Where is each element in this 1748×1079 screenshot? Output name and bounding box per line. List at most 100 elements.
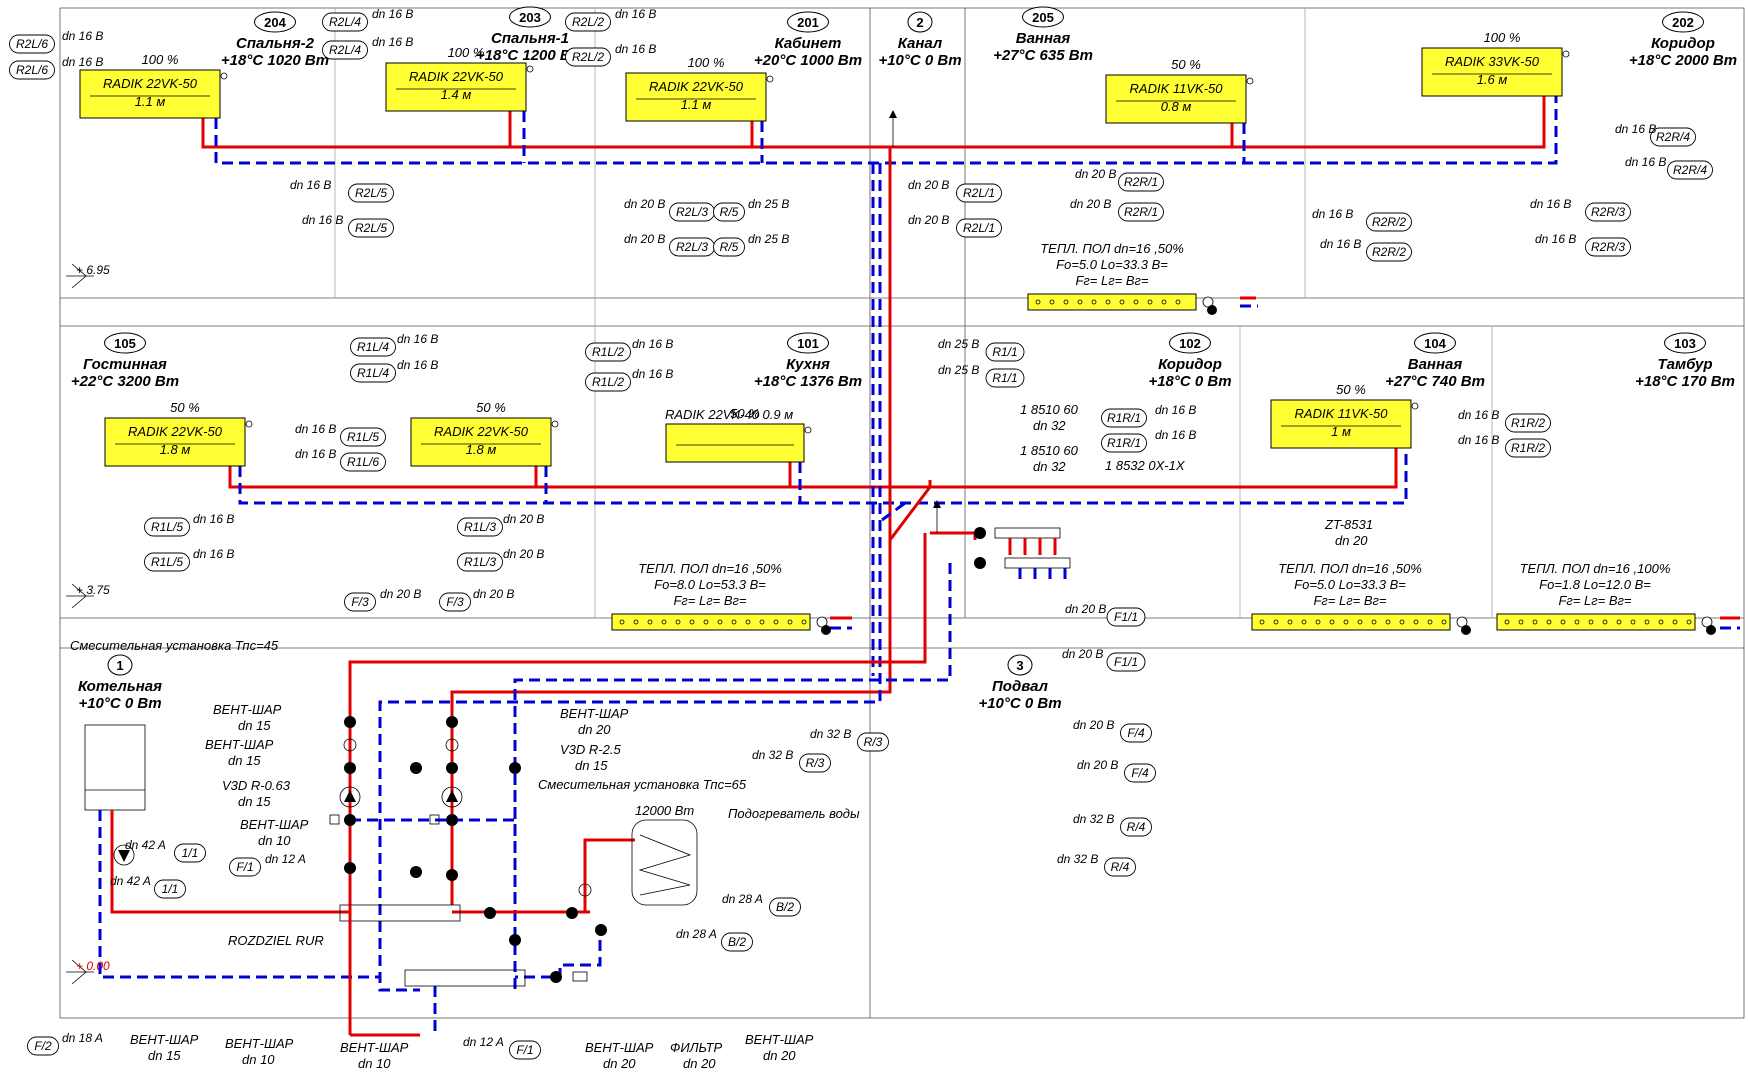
pipe-diameter: dn 16 В	[615, 7, 656, 21]
pipe-tag: F/1	[516, 1043, 533, 1057]
pipe-tag: R1R/2	[1511, 441, 1545, 455]
room-number: 202	[1672, 15, 1694, 30]
pipe-tag: F/2	[34, 1039, 52, 1053]
pipe-tag: F/1	[236, 860, 253, 874]
pipe-diameter: dn 25 В	[938, 337, 979, 351]
radiator: RADIK 22VK-501.8 м50 %	[410, 400, 559, 467]
annotation: ВЕНТ-ШАР	[340, 1040, 409, 1055]
pipe-diameter: dn 16 В	[1530, 197, 1571, 211]
room-name: Гостинная	[83, 356, 167, 373]
pipe-label: R/4dn 32 В	[1057, 852, 1136, 877]
pipe-diameter: dn 16 В	[372, 7, 413, 21]
pipe-tag: F1/1	[1114, 610, 1138, 624]
pipe-diameter: dn 20 В	[1075, 167, 1116, 181]
annotation: ZT-8531	[1324, 517, 1373, 532]
pipe-tag: R2L/4	[329, 43, 361, 57]
pipe-label: B/2dn 28 A	[722, 892, 801, 917]
radiator-percent: 100 %	[448, 45, 485, 60]
pipe-label: R/3dn 32 В	[752, 748, 831, 773]
radiator-percent: 50 %	[730, 406, 760, 421]
annotation: dn 15	[575, 758, 608, 773]
pipe-tag: R2L/1	[963, 221, 995, 235]
radiator-percent: 100 %	[1484, 30, 1521, 45]
room-info: +10°C 0 Вт	[978, 695, 1061, 712]
pipe-label: R1L/5dn 16 В	[144, 512, 234, 537]
annotation: 1 8510 60	[1020, 402, 1079, 417]
room-info: +27°C 740 Вт	[1385, 373, 1485, 390]
floor-heating-title: ТЕПЛ. ПОЛ dn=16 ,50%	[638, 561, 782, 576]
room-info: +18°C 2000 Вт	[1629, 52, 1737, 69]
pipe-diameter: dn 28 A	[676, 927, 717, 941]
pipe-label: R2R/4dn 16 В	[1615, 122, 1696, 147]
radiator-model: RADIK 33VK-50	[1445, 54, 1540, 69]
room-info: +10°C 0 Вт	[78, 695, 161, 712]
pipe-diameter: dn 20 В	[1062, 647, 1103, 661]
room-name: Канал	[898, 35, 943, 52]
pipe-tag: B/2	[728, 935, 746, 949]
pipe-tag: R2L/3	[676, 240, 708, 254]
room-number: 3	[1016, 658, 1023, 673]
pipe-tag: R1L/5	[347, 430, 379, 444]
annotation: ФИЛЬТР	[670, 1040, 723, 1055]
pipe-diameter: dn 16 В	[632, 367, 673, 381]
radiator: RADIK 11VK-500.8 м50 %	[1105, 57, 1254, 124]
pipe-diameter: dn 16 В	[302, 213, 343, 227]
annotation: dn 15	[148, 1048, 181, 1063]
pipe-diameter: dn 42 A	[125, 838, 166, 852]
pipe-label: R2L/4dn 16 В	[322, 7, 413, 32]
pipe-tag: R1L/5	[151, 555, 183, 569]
radiator-percent: 50 %	[170, 400, 200, 415]
room-name: Подвал	[992, 678, 1049, 695]
pipe-diameter: dn 25 В	[748, 232, 789, 246]
pipe-diameter: dn 16 В	[193, 547, 234, 561]
pipe-label: R2R/3dn 16 В	[1530, 197, 1631, 222]
annotation: dn 10	[242, 1052, 275, 1067]
pipe-diameter: dn 16 В	[1458, 433, 1499, 447]
room-number: 1	[116, 658, 123, 673]
annotation: dn 32	[1033, 418, 1066, 433]
room-name: Спальня-2	[236, 35, 315, 52]
pipe-tag: R2L/6	[16, 63, 48, 77]
pipe-tag: R2R/2	[1372, 245, 1406, 259]
annotation: dn 15	[228, 753, 261, 768]
pipe-tag: R1L/3	[464, 520, 496, 534]
pipe-label: F/4dn 20 В	[1073, 718, 1152, 743]
pipe-diameter: dn 32 В	[1057, 852, 1098, 866]
pipe-tag: R2L/3	[676, 205, 708, 219]
room-number: 104	[1424, 336, 1446, 351]
pipe-label: R1R/2 dn 16 В	[1458, 433, 1551, 458]
radiator-length: 1.1 м	[135, 94, 166, 109]
pipe-diameter: dn 20 В	[380, 587, 421, 601]
pipe-diameter: dn 16 В	[1458, 408, 1499, 422]
pipe-tag: 1/1	[162, 882, 179, 896]
room-number: 102	[1179, 336, 1201, 351]
pipe-tag: R1L/4	[357, 366, 389, 380]
pipe-label: R1R/1dn 16 В	[1101, 403, 1196, 428]
pipe-label: R1L/5 dn 16 В	[144, 547, 234, 572]
pipe-label: R/4dn 32 В	[1073, 812, 1152, 837]
pipe-diameter: dn 20 В	[503, 547, 544, 561]
room-number: 204	[264, 15, 286, 30]
room-number: 205	[1032, 10, 1054, 25]
pipe-tag: R/3	[864, 735, 883, 749]
pipe-diameter: dn 16 В	[372, 35, 413, 49]
pipe-diameter: dn 20 В	[1070, 197, 1111, 211]
annotation: dn 20	[763, 1048, 796, 1063]
pipe-diameter: dn 25 В	[938, 363, 979, 377]
pipe-label: R1/1dn 25 В	[938, 363, 1025, 388]
room-info: +18°C 0 Вт	[1148, 373, 1231, 390]
pipe-diameter: dn 16 В	[193, 512, 234, 526]
room-name: Коридор	[1651, 35, 1715, 52]
annotation: dn 20	[683, 1056, 716, 1071]
pipe-label: R2L/5dn 16 В	[302, 213, 394, 238]
pipe-tag: R2L/6	[16, 37, 48, 51]
room-number: 203	[519, 10, 541, 25]
pipe-label: R1L/3dn 20 В	[457, 512, 544, 537]
